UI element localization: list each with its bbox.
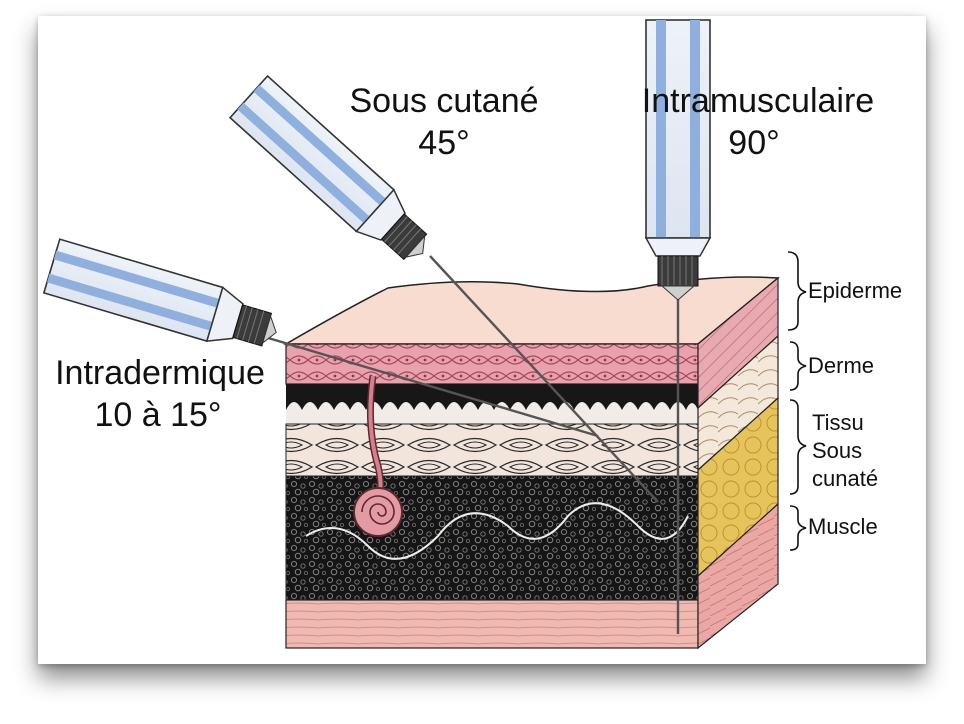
intradermal-angle: 10 à 15° bbox=[94, 396, 221, 434]
subcutaneous-syringe bbox=[228, 74, 659, 503]
subcutaneous-needle bbox=[429, 255, 659, 503]
label-epidermis: Epiderme bbox=[808, 278, 902, 303]
label-subcutaneous-2: Sous bbox=[812, 438, 862, 463]
label-muscle: Muscle bbox=[808, 514, 878, 539]
tissue-block bbox=[283, 276, 780, 650]
intramuscular-syringe bbox=[644, 19, 712, 634]
injection-diagram: Sous cutané 45° Intramusculaire 90° Intr… bbox=[42, 19, 902, 650]
intradermal-label: Intradermique bbox=[55, 354, 265, 392]
dermis-front-band bbox=[285, 343, 699, 385]
papillae-edge bbox=[286, 402, 698, 428]
fat-vessel-path bbox=[305, 502, 689, 560]
label-subcutaneous-3: cunaté bbox=[812, 466, 878, 491]
side-muscle bbox=[697, 502, 779, 650]
diagram-card: Sous cutané 45° Intramusculaire 90° Intr… bbox=[38, 16, 926, 664]
subcutaneous-angle: 45° bbox=[418, 124, 469, 162]
intradermal-syringe bbox=[42, 238, 599, 438]
label-subcutaneous-1: Tissu bbox=[812, 410, 864, 435]
brace-epidermis bbox=[787, 251, 807, 331]
intramuscular-hub bbox=[657, 255, 699, 287]
brace-subcutaneous bbox=[789, 399, 807, 495]
sweat-gland bbox=[353, 487, 403, 537]
intradermal-needle bbox=[247, 330, 599, 438]
connective-band bbox=[285, 423, 699, 477]
muscle-front bbox=[285, 599, 699, 649]
intramuscular-angle: 90° bbox=[728, 124, 779, 162]
layer-braces bbox=[787, 251, 807, 551]
fat-layer-front bbox=[285, 475, 699, 601]
label-dermis: Derme bbox=[808, 353, 874, 378]
epidermis-top-surface bbox=[283, 276, 780, 345]
brace-muscle bbox=[789, 505, 807, 551]
subcutaneous-label: Sous cutané bbox=[349, 82, 538, 120]
brace-dermis bbox=[789, 341, 807, 391]
intramuscular-label: Intramusculaire bbox=[642, 82, 874, 120]
